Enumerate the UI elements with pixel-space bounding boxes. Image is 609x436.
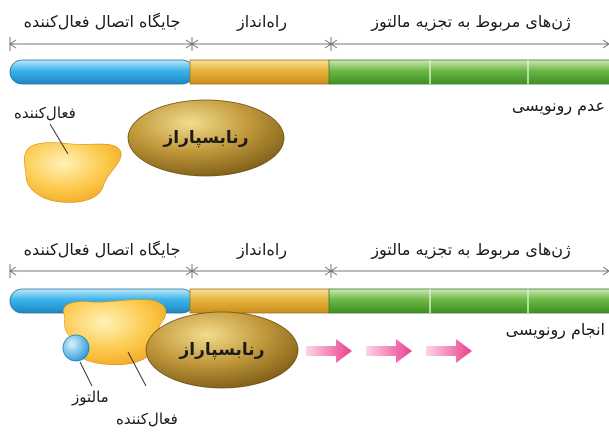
maltose-label: مالتوز <box>72 388 109 406</box>
maltose-genes-segment <box>328 59 609 85</box>
region-dimension-lines <box>9 37 609 51</box>
activator-pointer <box>127 351 147 387</box>
rna-polymerase <box>145 311 299 389</box>
promoter-label: راه‌انداز <box>236 240 288 259</box>
panel-2 <box>9 264 609 389</box>
region-dimension-lines <box>9 264 609 278</box>
activator-binding-site-segment <box>9 59 195 85</box>
activator-site-label: جایگاه اتصال فعال‌کننده <box>23 240 181 259</box>
maltose-genes-label: ژن‌های مربوط به تجزیه مالتوز <box>371 240 571 259</box>
no-transcription-label: عدم رونویسی <box>511 96 605 115</box>
promoter-segment <box>189 288 332 314</box>
promoter-segment <box>189 59 332 85</box>
maltose-pointer <box>79 361 93 387</box>
transcription-arrow <box>306 339 352 363</box>
maltose-molecule <box>62 334 90 362</box>
maltose-genes-label: ژن‌های مربوط به تجزیه مالتوز <box>371 12 571 31</box>
transcription-arrow <box>366 339 412 363</box>
activator-site-label: جایگاه اتصال فعال‌کننده <box>23 12 181 31</box>
transcription-arrows <box>306 339 472 363</box>
activator-label: فعال‌کننده <box>116 410 178 428</box>
transcription-arrow <box>426 339 472 363</box>
panel-1 <box>9 37 609 203</box>
rna-polymerase <box>127 99 285 177</box>
transcription-label: انجام رونویسی <box>505 320 605 339</box>
activator-pointer <box>49 123 69 155</box>
dna-strand <box>9 59 609 85</box>
rna-polymerase-label: رنابسپاراز <box>163 128 249 148</box>
activator-protein <box>23 142 122 203</box>
activator-label: فعال‌کننده <box>14 104 76 122</box>
rna-polymerase-label: رنابسپاراز <box>179 340 265 360</box>
promoter-label: راه‌انداز <box>236 12 288 31</box>
maltose-genes-segment <box>328 288 609 314</box>
